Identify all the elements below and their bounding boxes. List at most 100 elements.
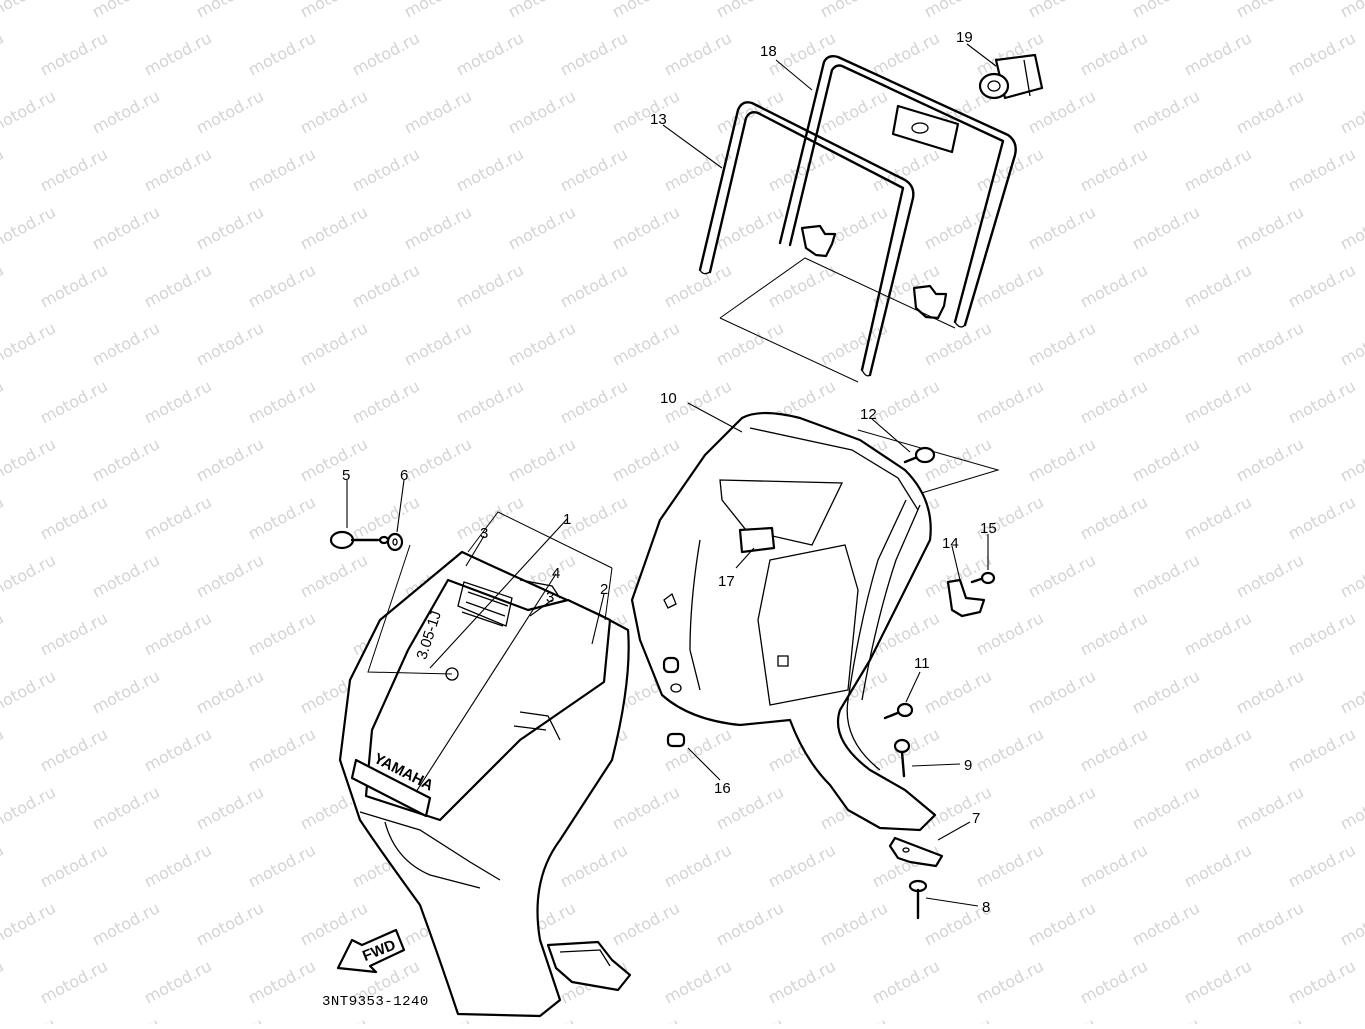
callout-labels: 1 2 3 3 4 5 6 7 8 9 10 11 12 13 14 15 16…	[342, 29, 997, 916]
watermark-text: motod.ru	[661, 260, 735, 311]
watermark-text: motod.ru	[1025, 0, 1099, 22]
watermark-text: motod.ru	[1337, 434, 1365, 485]
callout-12: 12	[860, 406, 877, 423]
watermark-text: motod.ru	[1181, 144, 1255, 195]
watermark-text: motod.ru	[921, 782, 995, 833]
watermark-text: motod.ru	[89, 782, 163, 833]
callout-1: 1	[563, 511, 571, 528]
watermark-text: motod.ru	[193, 318, 267, 369]
watermark-text: motod.ru	[765, 840, 839, 891]
watermark-text: motod.ru	[0, 666, 59, 717]
watermark-text: motod.ru	[193, 86, 267, 137]
watermark-text: motod.ru	[1129, 318, 1203, 369]
screw-11	[883, 702, 914, 720]
watermark-text: motod.ru	[245, 376, 319, 427]
watermark-text: motod.ru	[37, 956, 111, 1007]
drawing-code: 3NT9353-1240	[322, 994, 429, 1010]
watermark-text: motod.ru	[1077, 144, 1151, 195]
watermark-text: motod.ru	[1129, 898, 1203, 949]
watermark-text: motod.ru	[297, 202, 371, 253]
watermark-text: motod.ru	[297, 898, 371, 949]
watermark-text: motod.ru	[661, 956, 735, 1007]
watermark-text: motod.ru	[505, 202, 579, 253]
callout-17: 17	[718, 573, 735, 590]
watermark-text: motod.ru	[297, 86, 371, 137]
watermark-text: motod.ru	[1337, 318, 1365, 369]
watermark-text: motod.ru	[245, 724, 319, 775]
watermark-text: motod.ru	[1077, 608, 1151, 659]
watermark-text: motod.ru	[973, 724, 1047, 775]
watermark-text: motod.ru	[37, 376, 111, 427]
watermark-text: motod.ru	[37, 260, 111, 311]
watermark-text: motod.ru	[193, 782, 267, 833]
watermark-text: motod.ru	[0, 144, 7, 195]
watermark-text: motod.ru	[609, 0, 683, 22]
watermark-text: motod.ru	[765, 260, 839, 311]
watermark-text: motod.ru	[0, 724, 7, 775]
washer-6	[386, 532, 404, 552]
watermark-text: motod.ru	[193, 550, 267, 601]
watermark-text: motod.ru	[0, 318, 59, 369]
watermark-text: motod.ru	[1337, 550, 1365, 601]
watermark-text: motod.ru	[453, 492, 527, 543]
watermark-text: motod.ru	[1233, 782, 1307, 833]
watermark-text: motod.ru	[505, 434, 579, 485]
watermark-text: motod.ru	[89, 1014, 163, 1024]
watermark-text: motod.ru	[37, 608, 111, 659]
watermark-text: motod.ru	[973, 956, 1047, 1007]
watermark-text: motod.ru	[401, 86, 475, 137]
watermark-text: motod.ru	[0, 782, 59, 833]
watermark-text: motod.ru	[37, 144, 111, 195]
watermark-text: motod.ru	[1181, 492, 1255, 543]
watermark-text: motod.ru	[1077, 956, 1151, 1007]
watermark-text: motod.ru	[141, 492, 215, 543]
watermark-text: motod.ru	[1025, 666, 1099, 717]
watermark-text: motod.ru	[609, 898, 683, 949]
watermark-text: motod.ru	[0, 260, 7, 311]
watermark-text: motod.ru	[1077, 840, 1151, 891]
watermark-text: motod.ru	[1077, 724, 1151, 775]
watermark-text: motod.ru	[1233, 666, 1307, 717]
watermark-text: motod.ru	[1025, 898, 1099, 949]
fastener-8	[908, 879, 928, 920]
watermark-text: motod.ru	[869, 376, 943, 427]
watermark-text: motod.ru	[0, 840, 7, 891]
watermark-text: motod.ru	[1285, 840, 1359, 891]
watermark-text: motod.ru	[1181, 956, 1255, 1007]
watermark-text: motod.ru	[817, 1014, 891, 1024]
watermark-text: motod.ru	[1233, 202, 1307, 253]
watermark-text: motod.ru	[0, 202, 59, 253]
watermark-text: motod.ru	[453, 144, 527, 195]
callout-3a: 3	[480, 525, 488, 542]
watermark-text: motod.ru	[1025, 1014, 1099, 1024]
watermark-text: motod.ru	[141, 956, 215, 1007]
watermark-text: motod.ru	[1285, 956, 1359, 1007]
watermark-text: motod.ru	[1077, 376, 1151, 427]
watermark-text: motod.ru	[557, 28, 631, 79]
watermark-text: motod.ru	[713, 898, 787, 949]
watermark-text: motod.ru	[401, 1014, 475, 1024]
watermark-text: motod.ru	[89, 0, 163, 22]
lock-19	[978, 53, 1044, 100]
watermark-text: motod.ru	[0, 492, 7, 543]
watermark-text: motod.ru	[1285, 28, 1359, 79]
watermark-text: motod.ru	[1077, 28, 1151, 79]
watermark-text: motod.ru	[1129, 782, 1203, 833]
callout-7: 7	[972, 810, 980, 827]
watermark-text: motod.ru	[141, 144, 215, 195]
watermark-text: motod.ru	[609, 782, 683, 833]
watermark-text: motod.ru	[0, 0, 59, 22]
watermark-text: motod.ru	[609, 1014, 683, 1024]
callout-3b: 3	[546, 589, 554, 606]
watermark-text: motod.ru	[89, 202, 163, 253]
watermark-text: motod.ru	[609, 434, 683, 485]
callout-15: 15	[980, 520, 997, 537]
watermark-text: motod.ru	[89, 434, 163, 485]
seal-frame-18	[778, 54, 1017, 328]
watermark-text: motod.ru	[921, 1014, 995, 1024]
watermark-text: motod.ru	[0, 956, 7, 1007]
watermark-text: motod.ru	[245, 492, 319, 543]
watermark-text: motod.ru	[661, 28, 735, 79]
leader-lines	[346, 43, 997, 907]
watermark-text: motod.ru	[1181, 840, 1255, 891]
